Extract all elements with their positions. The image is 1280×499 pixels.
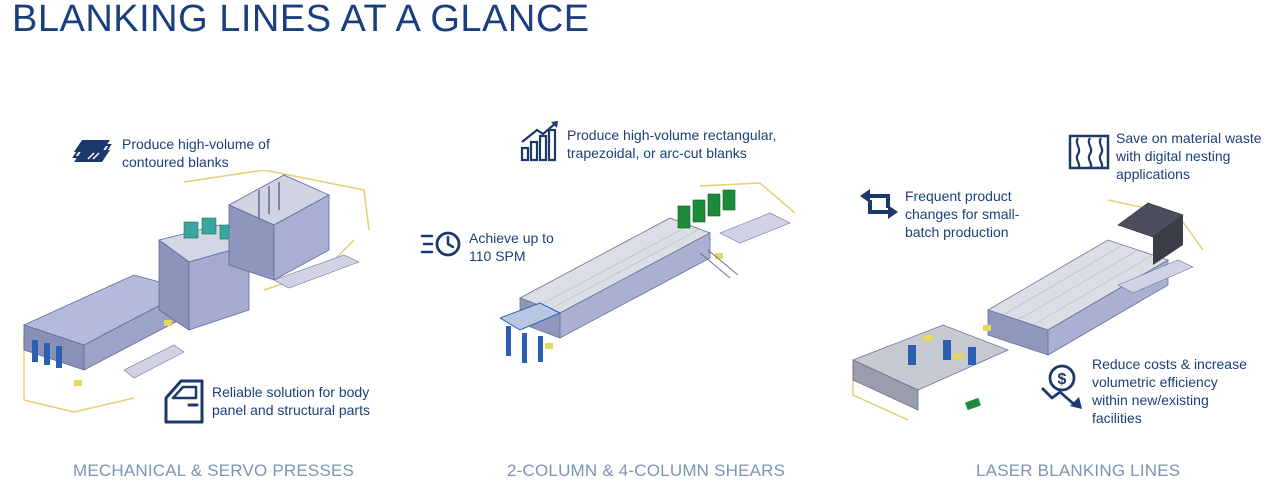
stacked-blanks-icon [72, 140, 112, 162]
page-title: BLANKING LINES AT A GLANCE [12, 0, 590, 40]
feature-digital-nesting: Save on material waste with digital nest… [1116, 130, 1262, 182]
mechanical-press-line-illustration [22, 170, 370, 413]
swap-arrows-icon [860, 189, 898, 219]
svg-text:$: $ [1058, 371, 1067, 388]
caption-laser-blanking-lines: LASER BLANKING LINES [976, 461, 1181, 480]
laser-blanking-line-illustration [851, 199, 1204, 421]
feature-reduce-costs: Reduce costs & increase volumetric effic… [1092, 356, 1247, 426]
feature-product-changes: Frequent product changes for small- batc… [905, 188, 1020, 240]
caption-mechanical-servo-presses: MECHANICAL & SERVO PRESSES [73, 461, 355, 480]
car-door-icon [164, 379, 204, 424]
dollar-cost-down-icon: $ [1041, 364, 1082, 409]
rising-bar-chart-icon [520, 121, 558, 162]
caption-column-shears: 2-COLUMN & 4-COLUMN SHEARS [507, 461, 786, 480]
shear-line-illustration [500, 182, 796, 363]
feature-body-panel-parts: Reliable solution for body panel and str… [212, 384, 370, 418]
nesting-sheet-icon [1068, 134, 1110, 170]
feature-rectangular-blanks: Produce high-volume rectangular, trapezo… [567, 127, 777, 161]
speed-clock-icon [420, 231, 461, 257]
feature-110-spm: Achieve up to 110 SPM [469, 230, 554, 264]
feature-contoured-blanks: Produce high-volume of contoured blanks [122, 136, 270, 170]
